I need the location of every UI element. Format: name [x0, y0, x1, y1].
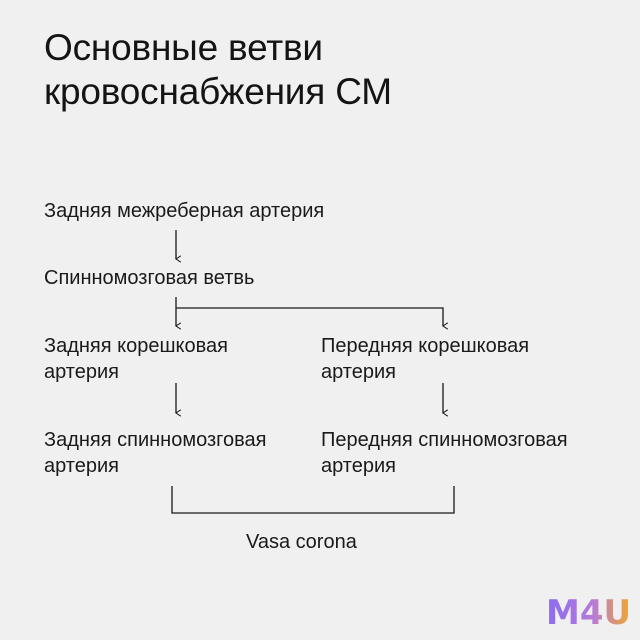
brand-logo: M4U — [546, 593, 631, 632]
node-label-line-1: Задняя спинномозговая — [44, 429, 267, 451]
bracket-vasa-corona — [171, 486, 455, 514]
node-label-line-2: артерия — [321, 455, 396, 477]
node-label-line-1: Передняя спинномозговая — [321, 429, 568, 451]
title-line-1: Основные ветви — [44, 27, 323, 68]
node-label-line-2: артерия — [44, 361, 119, 383]
node-spinal-branch: Спинномозговая ветвь — [44, 265, 254, 291]
arrow-spinal-branch-to-anterior-radicular — [176, 307, 443, 326]
node-label: Vasa corona — [246, 531, 357, 553]
node-label-line-1: Задняя корешковая — [44, 335, 228, 357]
brand-logo-text: M4U — [546, 593, 631, 632]
node-label: Задняя межреберная артерия — [44, 200, 325, 222]
node-posterior-radicular-artery: Задняя корешковая артерия — [44, 333, 228, 385]
node-posterior-intercostal-artery: Задняя межреберная артерия — [44, 198, 324, 224]
node-label: Спинномозговая ветвь — [44, 267, 255, 289]
node-vasa-corona: Vasa corona — [246, 529, 357, 555]
node-label-line-2: артерия — [44, 455, 119, 477]
title-line-2: кровоснабжения СМ — [44, 71, 392, 112]
node-posterior-spinal-artery: Задняя спинномозговая артерия — [44, 427, 267, 479]
node-label-line-2: артерия — [321, 361, 396, 383]
node-anterior-spinal-artery: Передняя спинномозговая артерия — [321, 427, 568, 479]
page-title: Основные ветви кровоснабжения СМ — [44, 26, 392, 114]
node-anterior-radicular-artery: Передняя корешковая артерия — [321, 333, 529, 385]
node-label-line-1: Передняя корешковая — [321, 335, 530, 357]
